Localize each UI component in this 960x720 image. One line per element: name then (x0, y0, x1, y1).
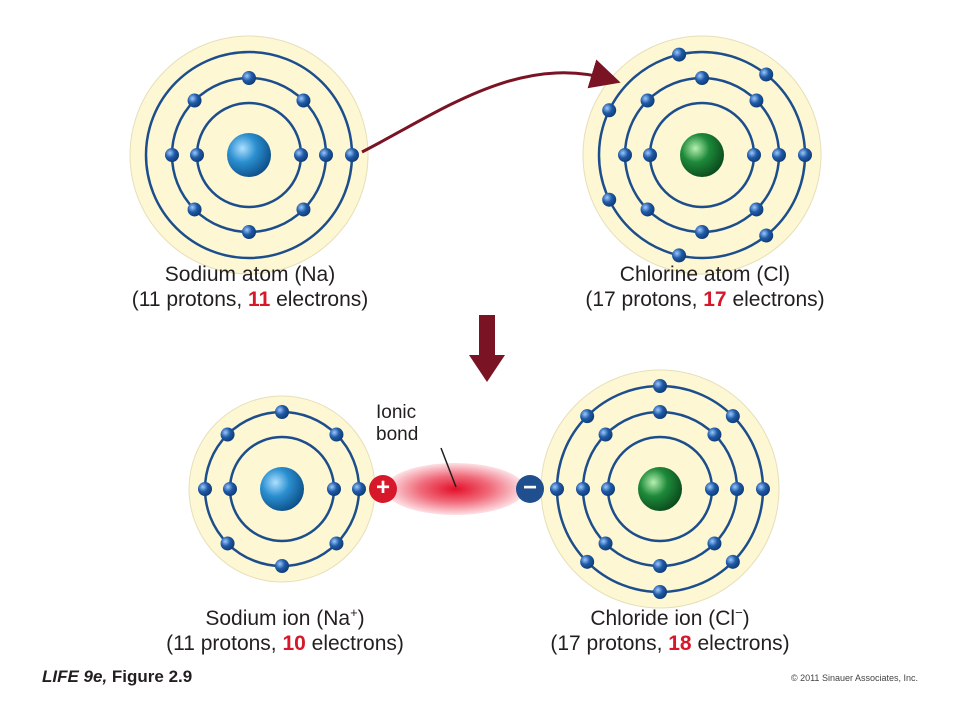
electron (296, 93, 311, 108)
electron (772, 148, 786, 162)
electron-count: 18 (668, 632, 692, 655)
electron (223, 482, 237, 496)
electron (327, 482, 341, 496)
electron (725, 554, 740, 569)
electron (275, 559, 289, 573)
nucleus (638, 467, 682, 511)
nucleus (680, 133, 724, 177)
caption-counts: (17 protons, 18 electrons) (550, 632, 790, 655)
figure-reference: LIFE 9e, Figure 2.9 (42, 667, 193, 686)
sodium-ion-caption: Sodium ion (Na+) (11 protons, 10 electro… (150, 606, 420, 656)
electron (352, 482, 366, 496)
electron (653, 379, 667, 393)
nucleus (227, 133, 271, 177)
electron (601, 482, 615, 496)
electron (653, 559, 667, 573)
caption-name: Sodium ion (Na+) (205, 605, 365, 630)
electron (749, 202, 764, 217)
electron (672, 47, 687, 62)
sodium-atom-caption: Sodium atom (Na) (11 protons, 11 electro… (120, 262, 380, 312)
electron (798, 148, 812, 162)
copyright-notice: © 2011 Sinauer Associates, Inc. (790, 673, 918, 683)
chloride-ion-caption: Chloride ion (Cl−) (17 protons, 18 elect… (525, 606, 815, 656)
electron (695, 225, 709, 239)
electron (653, 405, 667, 419)
caption-counts: (17 protons, 17 electrons) (585, 288, 825, 311)
electron (187, 93, 202, 108)
electron (602, 192, 617, 207)
electron (242, 71, 256, 85)
electron (602, 103, 617, 118)
caption-name: Chloride ion (Cl−) (590, 605, 750, 630)
ionic-bond-label-line1: Ionic (376, 402, 417, 423)
electron (296, 202, 311, 217)
electron (294, 148, 308, 162)
electron (220, 427, 235, 442)
electron (187, 202, 202, 217)
caption-name: Chlorine atom (Cl) (619, 263, 791, 286)
electron (725, 409, 740, 424)
electron (329, 427, 344, 442)
sodium-atom (129, 35, 369, 275)
electron (242, 225, 256, 239)
electron (749, 93, 764, 108)
electron (756, 482, 770, 496)
electron-count: 11 (248, 288, 271, 311)
electron (220, 536, 235, 551)
electron (165, 148, 179, 162)
ionic-bond-glow (385, 463, 525, 515)
electron (598, 536, 613, 551)
caption-counts: (11 protons, 10 electrons) (166, 632, 404, 655)
electron (759, 228, 774, 243)
electron (747, 148, 761, 162)
electron (707, 427, 722, 442)
sodium-ion (188, 395, 376, 583)
down-arrow (469, 315, 505, 382)
chlorine-atom (582, 35, 822, 275)
electron (707, 536, 722, 551)
ionic-bond-label-line2: bond (376, 424, 419, 445)
electron (198, 482, 212, 496)
electron-transfer-arrow (361, 59, 621, 154)
electron (653, 585, 667, 599)
chloride-ion (540, 369, 780, 609)
electron-count: 17 (703, 288, 727, 311)
electron (598, 427, 613, 442)
electron (640, 93, 655, 108)
electron (275, 405, 289, 419)
electron (643, 148, 657, 162)
bond-leader-line (440, 447, 457, 488)
positive-charge-badge: + (369, 475, 397, 503)
electron (550, 482, 564, 496)
ionic-bond-label: Ionic bond (376, 402, 418, 446)
caption-name: Sodium atom (Na) (164, 263, 336, 286)
electron-count: 10 (282, 632, 306, 655)
electron (319, 148, 333, 162)
electron (580, 409, 595, 424)
electron (759, 67, 774, 82)
electron (640, 202, 655, 217)
electron (705, 482, 719, 496)
electron (730, 482, 744, 496)
electron (695, 71, 709, 85)
electron (190, 148, 204, 162)
caption-counts: (11 protons, 11 electrons) (131, 288, 369, 311)
electron (618, 148, 632, 162)
negative-charge-badge: − (516, 475, 544, 503)
electron (329, 536, 344, 551)
nucleus (260, 467, 304, 511)
chlorine-atom-caption: Chlorine atom (Cl) (17 protons, 17 elect… (560, 262, 850, 312)
electron (345, 148, 359, 162)
electron (672, 248, 687, 263)
electron (580, 554, 595, 569)
electron (576, 482, 590, 496)
